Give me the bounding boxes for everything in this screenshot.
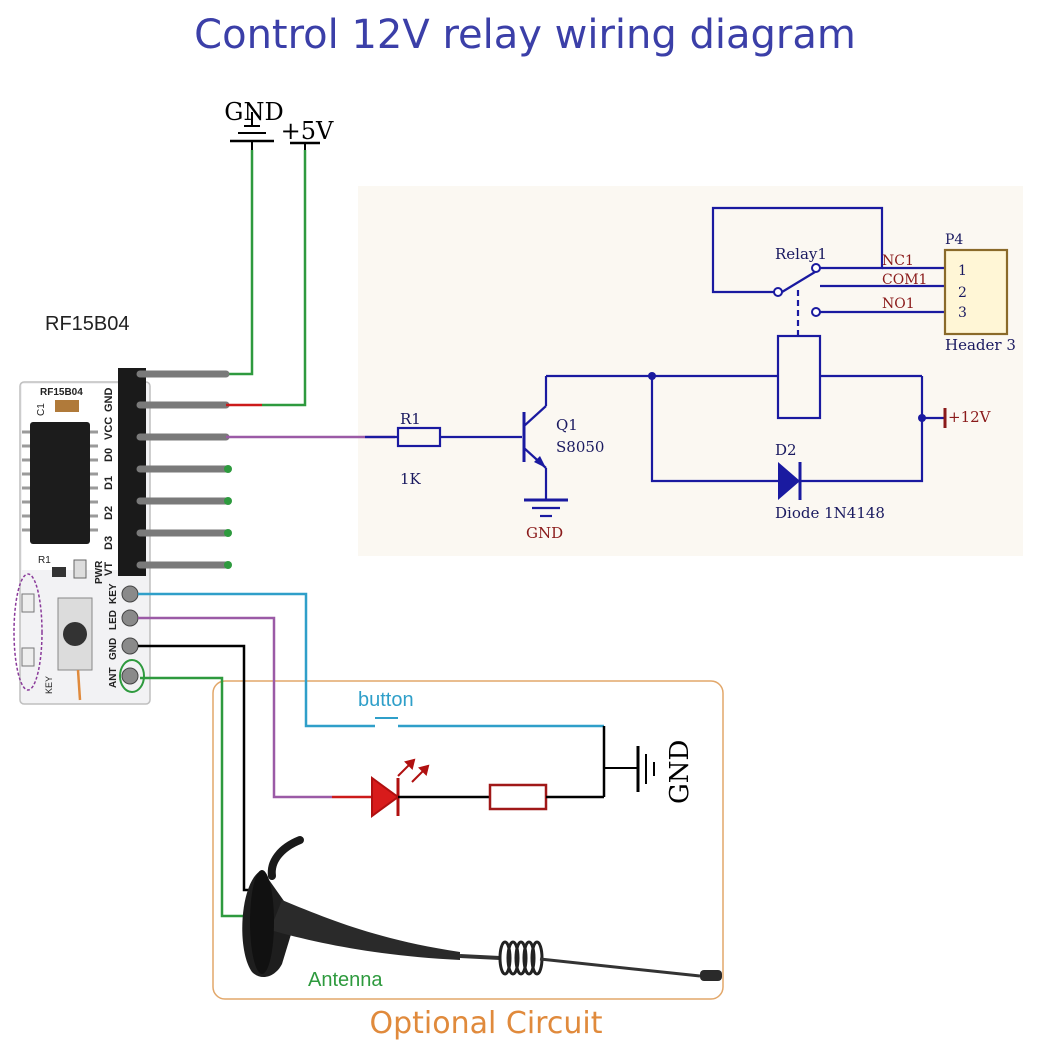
relay-label: Relay1	[775, 245, 827, 263]
vcc-wire	[262, 150, 307, 407]
transistor-emitter-arrow	[534, 456, 546, 468]
schematic-gnd-label: GND	[526, 524, 563, 542]
header-pin-1: 1	[958, 263, 967, 279]
pin-label-d3: D3	[103, 536, 115, 550]
pad-ant	[121, 667, 139, 685]
ant-highlight	[119, 659, 145, 693]
ic-chip	[30, 422, 90, 544]
ant-wire	[140, 676, 252, 918]
power-vcc-label: +5V	[281, 117, 334, 145]
header-p4	[943, 248, 1009, 336]
nc-label: NC1	[882, 253, 914, 269]
supply-label: +12V	[948, 408, 992, 426]
header-pins	[136, 370, 232, 569]
silk-key: KEY	[44, 676, 54, 694]
header-pin-2: 2	[958, 285, 967, 301]
header-name: Header 3	[945, 336, 1016, 354]
power-gnd-symbol	[230, 112, 274, 150]
silk-pwr: PWR	[94, 560, 105, 584]
optional-circuit-label: Optional Circuit	[370, 1006, 603, 1041]
diagram-title: Control 12V relay wiring diagram	[194, 12, 856, 58]
header-pin-3: 3	[958, 305, 967, 321]
pad-led	[121, 609, 139, 627]
key-wire	[138, 592, 375, 728]
pin-label-d2: D2	[103, 506, 115, 520]
power-vcc-symbol	[290, 141, 320, 150]
led-wire	[138, 616, 332, 799]
led-resistor	[488, 783, 548, 811]
relay-coil	[776, 334, 822, 420]
optional-gnd-label: GND	[665, 740, 695, 804]
side-label-gnd: GND	[108, 638, 119, 660]
side-label-ant: ANT	[108, 667, 119, 688]
pad-key	[121, 585, 139, 603]
pwr-led	[73, 559, 87, 579]
relay-nodes	[534, 372, 926, 500]
r1-value: 1K	[400, 470, 422, 488]
r1-label: R1	[400, 410, 421, 428]
diode-label: D2	[775, 441, 797, 459]
q1-part: S8050	[556, 438, 604, 456]
side-label-key: KEY	[108, 583, 119, 604]
pin-label-d1: D1	[103, 476, 115, 490]
silk-c1: C1	[36, 403, 47, 416]
power-gnd-label: GND	[224, 98, 283, 126]
no-label: NO1	[882, 296, 915, 312]
relay-contact-circles	[773, 263, 821, 317]
antenna-label: Antenna	[308, 969, 383, 991]
pin-label-gnd: GND	[103, 388, 115, 413]
module-silk-name: RF15B04	[40, 387, 83, 398]
resistor-r1	[396, 426, 442, 448]
button-label: button	[358, 689, 414, 711]
rf-module	[13, 368, 151, 705]
led-symbol	[371, 776, 400, 818]
module-name: RF15B04	[45, 313, 130, 335]
module-resistor	[52, 567, 66, 577]
header-label: P4	[945, 232, 963, 248]
led-highlight	[13, 573, 43, 691]
gnd-wire	[222, 150, 254, 376]
schematic-panel	[358, 186, 1023, 556]
pin-label-vt: VT	[103, 562, 115, 576]
pin-label-d0: D0	[103, 448, 115, 462]
pad-gnd	[121, 637, 139, 655]
q1-label: Q1	[556, 416, 578, 434]
pin-label-vcc: VCC	[103, 417, 115, 440]
led-light-arrows	[397, 758, 430, 783]
optional-circuit-box	[212, 680, 724, 1000]
side-label-led: LED	[108, 610, 119, 630]
diode-part: Diode 1N4148	[775, 504, 885, 522]
silk-r1: R1	[38, 555, 51, 566]
diode-d2	[778, 462, 800, 500]
optional-gnd-symbol	[636, 746, 655, 792]
gnd-pad-wire	[138, 644, 262, 892]
com-label: COM1	[882, 272, 927, 288]
antenna	[242, 836, 722, 981]
capacitor-c1	[55, 400, 79, 412]
